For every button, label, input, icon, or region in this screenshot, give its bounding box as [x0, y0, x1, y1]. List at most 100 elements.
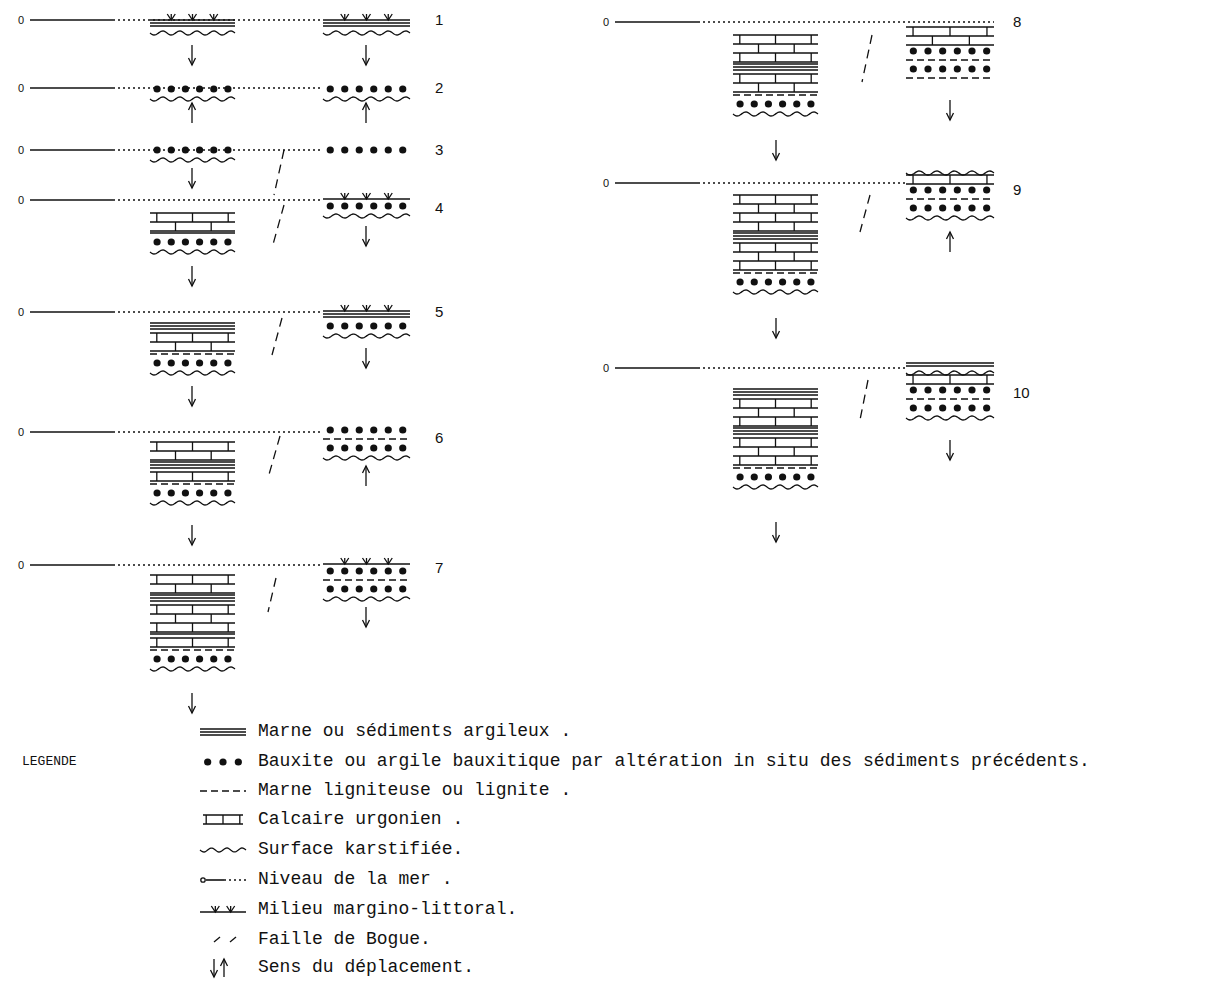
karst-surface	[150, 158, 235, 162]
stratum-line	[200, 911, 246, 912]
karst-surface	[323, 597, 410, 601]
legend-text: Faille de Bogue.	[258, 930, 431, 950]
sea-level-dotted	[113, 87, 323, 88]
karst-surface	[906, 416, 994, 420]
bauxite-dot	[196, 359, 203, 366]
limestone-joint	[175, 222, 176, 231]
bauxite-dot	[235, 758, 242, 765]
callout-number: 3	[435, 142, 443, 159]
limestone-joint	[192, 623, 193, 632]
bauxite-dot	[954, 386, 961, 393]
bauxite-dot	[910, 47, 917, 54]
limestone-joint	[156, 472, 157, 481]
bauxite-dot	[219, 758, 226, 765]
limestone-joint	[811, 438, 812, 447]
callout-number: 1	[435, 12, 443, 29]
bauxite-dot	[385, 585, 392, 592]
bauxite-dot	[765, 473, 772, 480]
movement-arrow	[191, 168, 192, 188]
bauxite-dot	[168, 85, 175, 92]
stratum-line	[733, 272, 818, 273]
bauxite-dot	[736, 473, 743, 480]
bauxite-dot	[751, 100, 758, 107]
bauxite-dot	[196, 238, 203, 245]
bauxite-dot	[153, 238, 160, 245]
karst-surface	[733, 112, 818, 116]
movement-arrow	[365, 103, 366, 123]
marsh-mark	[384, 305, 392, 311]
stratum-line	[150, 467, 235, 468]
arrow-head	[189, 538, 196, 545]
stratum-line	[323, 316, 410, 317]
marsh-mark	[388, 305, 389, 311]
fault-line	[268, 578, 276, 612]
marsh-mark	[363, 558, 371, 564]
karst-surface	[150, 97, 235, 101]
bauxite-dot	[924, 65, 931, 72]
limestone-joint	[228, 605, 229, 614]
marsh-mark	[384, 14, 392, 20]
bauxite-dot	[327, 85, 334, 92]
limestone-joint	[156, 333, 157, 342]
limestone-joint	[156, 605, 157, 614]
bauxite-dot	[954, 47, 961, 54]
limestone-joint	[239, 815, 240, 824]
limestone-joint	[811, 417, 812, 426]
stratum-line	[733, 232, 818, 233]
marsh-mark	[167, 14, 175, 20]
limestone-joint	[811, 243, 812, 252]
legend-text: Marne ou sédiments argileux .	[258, 722, 571, 742]
marsh-mark	[344, 193, 345, 199]
limestone-joint	[156, 623, 157, 632]
stratum-line	[733, 430, 818, 431]
limestone-joint	[932, 36, 933, 45]
callout-number: 10	[1013, 385, 1030, 402]
sea-level-line	[30, 431, 113, 433]
limestone-joint	[228, 333, 229, 342]
limestone-joint	[794, 83, 795, 92]
bauxite-dot	[182, 146, 189, 153]
bauxite-dot	[779, 473, 786, 480]
stratum-line	[150, 322, 235, 323]
marsh-mark	[213, 14, 214, 20]
bauxite-dot	[751, 278, 758, 285]
limestone-joint	[228, 638, 229, 647]
bauxite-dot	[983, 204, 990, 211]
sea-level-line	[30, 199, 113, 201]
limestone-joint	[794, 44, 795, 53]
stratum-line	[906, 44, 994, 45]
arrow-head	[189, 279, 196, 286]
limestone-joint	[228, 472, 229, 481]
sea-level-dotted	[113, 311, 323, 312]
arrow-head	[947, 453, 954, 460]
bauxite-dot	[924, 186, 931, 193]
bauxite-dot	[370, 426, 377, 433]
marsh-mark	[211, 906, 219, 912]
bauxite-dot	[910, 186, 917, 193]
marsh-mark	[344, 14, 345, 20]
limestone-joint	[758, 252, 759, 261]
bauxite-dot	[736, 100, 743, 107]
bauxite-dot	[210, 359, 217, 366]
sea-level-zero: 0	[18, 559, 24, 571]
bauxite-dot	[968, 186, 975, 193]
callout-number: 9	[1013, 182, 1021, 199]
limestone-joint	[912, 375, 913, 384]
marsh-mark	[227, 906, 235, 912]
karst-surface	[906, 216, 994, 220]
bauxite-dot	[385, 202, 392, 209]
bauxite-dot	[910, 404, 917, 411]
stratum-line	[200, 734, 246, 735]
stratum-line	[733, 391, 818, 392]
callout-number: 6	[435, 430, 443, 447]
karst-surface	[733, 485, 818, 489]
marsh-mark	[230, 906, 231, 912]
bauxite-dot	[968, 47, 975, 54]
bauxite-dot	[983, 404, 990, 411]
bauxite-dot	[153, 655, 160, 662]
sea-level-zero: 0	[18, 14, 24, 26]
bauxite-dot	[939, 404, 946, 411]
bauxite-dot	[210, 655, 217, 662]
marsh-mark	[192, 14, 193, 20]
movement-arrow	[223, 959, 224, 977]
